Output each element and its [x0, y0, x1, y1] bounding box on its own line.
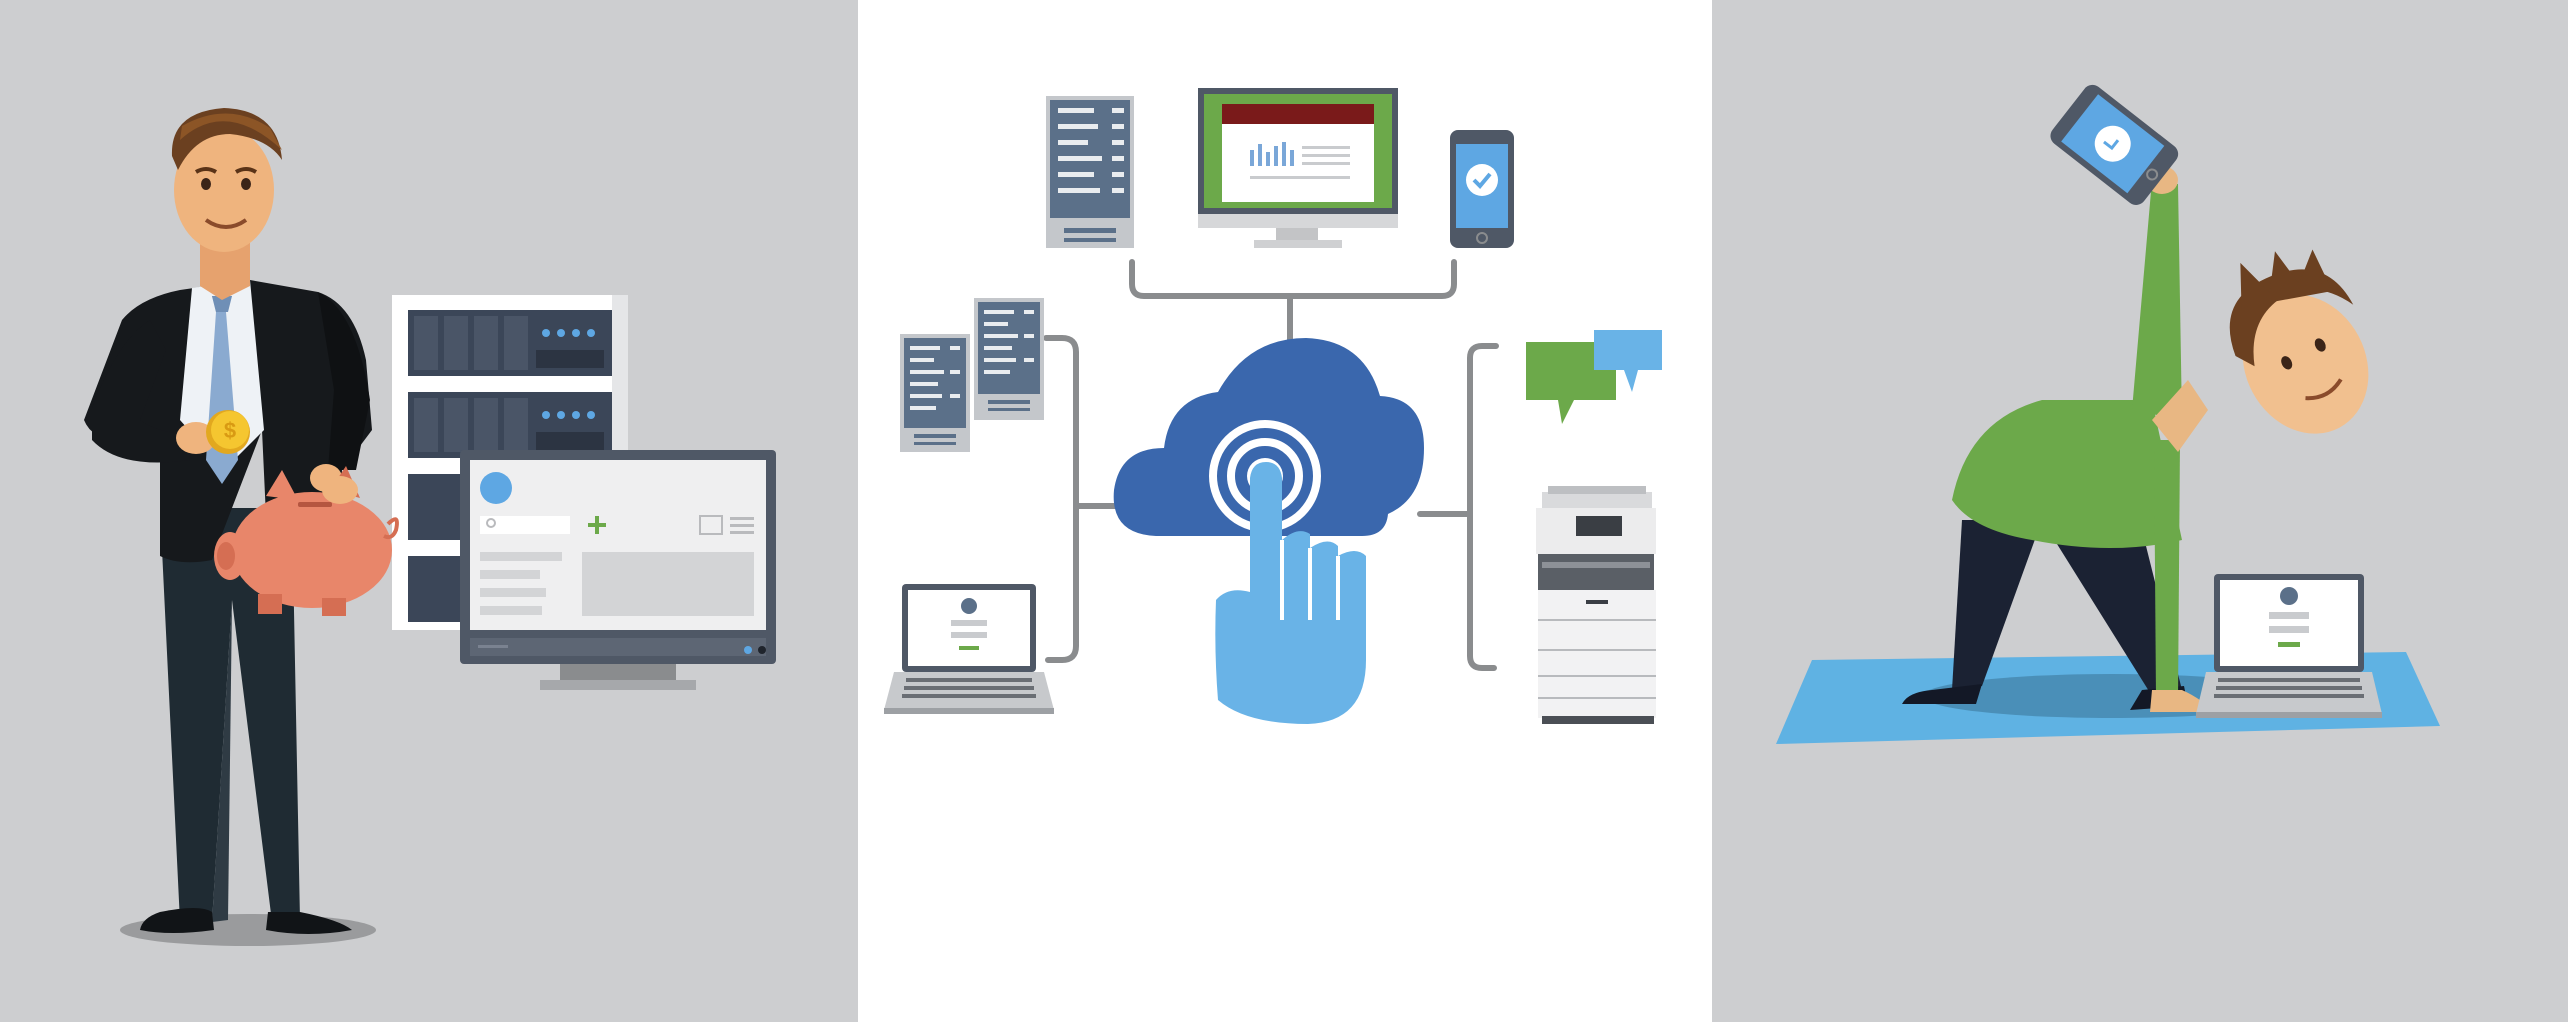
left-panel-art: $ — [0, 0, 858, 1022]
right-panel-stretching-man — [1712, 0, 2568, 1022]
center-panel-cloud — [858, 0, 1712, 1022]
piggy-bank-icon — [214, 466, 399, 616]
right-panel-art — [1712, 0, 2568, 1022]
laptop-icon — [884, 584, 1054, 714]
businessman-figure: $ — [84, 108, 376, 946]
smartphone-icon — [1450, 130, 1514, 248]
chat-bubbles-icon — [1526, 330, 1662, 424]
smartphone-icon — [2050, 84, 2179, 205]
center-panel-art — [858, 0, 1712, 1022]
cloud-touch-icon — [1113, 338, 1424, 724]
multifunction-printer-icon — [1536, 486, 1656, 724]
svg-text:$: $ — [224, 418, 236, 443]
documents-stack-icon — [900, 298, 1044, 452]
desktop-monitor-icon — [1198, 88, 1398, 248]
desktop-monitor-icon — [460, 450, 776, 690]
gold-coin-icon: $ — [206, 410, 250, 454]
man-stretching-figure — [1902, 166, 2369, 712]
network-connector-lines — [1043, 259, 1499, 671]
laptop-icon — [2196, 574, 2382, 718]
document-icon — [1046, 96, 1134, 248]
left-panel-businessman: $ — [0, 0, 858, 1022]
